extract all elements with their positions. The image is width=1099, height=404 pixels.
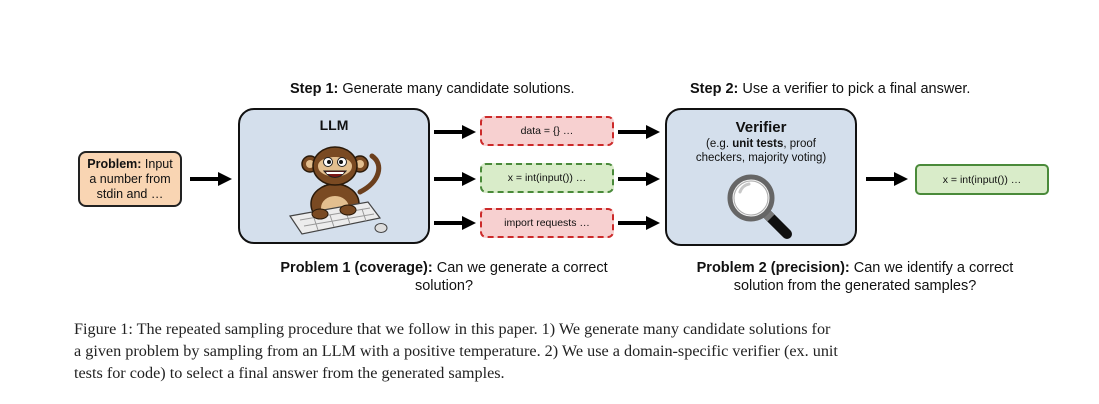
sample-box-1: data = {} … — [480, 116, 614, 146]
problem2-line2: solution from the generated samples? — [733, 278, 977, 294]
sample-text-3: import requests … — [504, 217, 590, 229]
sample-text-2: x = int(input()) … — [507, 172, 587, 184]
arrow-verifier-to-answer — [866, 172, 908, 186]
arrow-sample-1-to-verifier — [618, 125, 660, 139]
verifier-desc-line2: checkers, majority voting) — [695, 152, 827, 164]
problem1-line1: Can we generate a correct — [432, 260, 608, 276]
verifier-description: (e.g. unit tests, proof checkers, majori… — [667, 137, 855, 165]
problem-text-line1: Input — [141, 156, 173, 171]
figure-caption: Figure 1: The repeated sampling procedur… — [74, 318, 1034, 384]
problem-text-line3: stdin and … — [96, 186, 164, 201]
llm-title: LLM — [319, 117, 349, 133]
llm-box: LLM — [238, 108, 430, 244]
problem2-caption: Problem 2 (precision): Can we identify a… — [665, 259, 1045, 295]
step1-heading: Step 1: Generate many candidate solution… — [290, 81, 575, 97]
step1-text: Generate many candidate solutions. — [338, 81, 575, 97]
step2-heading: Step 2: Use a verifier to pick a final a… — [690, 81, 970, 97]
arrow-problem-to-llm — [190, 172, 232, 186]
arrow-sample-3-to-verifier — [618, 216, 660, 230]
problem-text-line2: a number from — [89, 171, 171, 186]
problem1-label: Problem 1 (coverage): — [280, 260, 433, 276]
sample-box-3: import requests … — [480, 208, 614, 238]
caption-line3: tests for code) to select a final answer… — [74, 364, 505, 382]
caption-line2: a given problem by sampling from an LLM … — [74, 342, 838, 360]
verifier-box: Verifier (e.g. unit tests, proof checker… — [665, 108, 857, 246]
monkey-typing-icon — [288, 146, 388, 235]
verifier-title: Verifier — [735, 119, 787, 136]
step1-label: Step 1: — [290, 81, 339, 97]
verifier-desc-bold: unit tests — [732, 138, 784, 150]
arrow-llm-to-sample-2 — [434, 172, 476, 186]
arrow-sample-2-to-verifier — [618, 172, 660, 186]
sample-text-1: data = {} … — [520, 125, 574, 137]
verifier-desc-prefix: (e.g. — [706, 138, 733, 150]
problem-box: Problem: Input a number from stdin and … — [78, 151, 182, 207]
problem2-label: Problem 2 (precision): — [696, 260, 850, 276]
problem-label: Problem: — [87, 156, 142, 171]
step2-text: Use a verifier to pick a final answer. — [738, 81, 971, 97]
sample-box-2: x = int(input()) … — [480, 163, 614, 193]
caption-line1: Figure 1: The repeated sampling procedur… — [74, 320, 831, 338]
final-answer-text: x = int(input()) … — [942, 173, 1022, 186]
verifier-desc-suffix: , proof — [783, 138, 816, 150]
step2-label: Step 2: — [690, 81, 739, 97]
problem2-line1: Can we identify a correct — [849, 260, 1014, 276]
problem1-line2: solution? — [414, 278, 474, 294]
arrow-llm-to-sample-3 — [434, 216, 476, 230]
magnifying-glass-icon — [727, 174, 792, 239]
final-answer-box: x = int(input()) … — [915, 164, 1049, 195]
arrow-llm-to-sample-1 — [434, 125, 476, 139]
problem1-caption: Problem 1 (coverage): Can we generate a … — [254, 259, 634, 295]
